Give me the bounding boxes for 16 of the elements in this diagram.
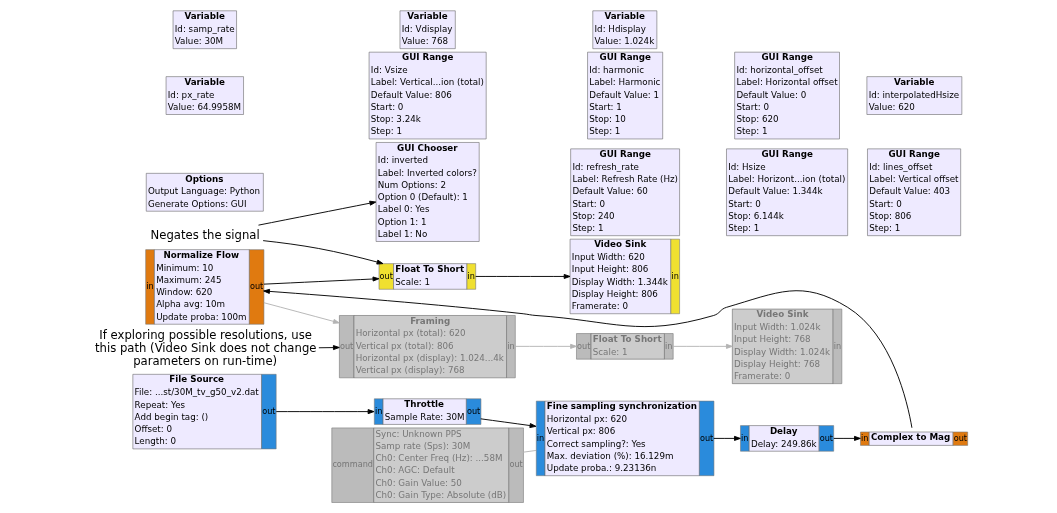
arrow	[262, 302, 340, 324]
connector	[522, 450, 536, 453]
arrow	[474, 273, 570, 279]
arrow	[712, 435, 741, 441]
node-text: If exploring possible resolutions, use this path (Video Sink does not change parameters on run-time)	[94, 328, 316, 368]
arrow	[262, 288, 912, 429]
node-text: Negates the signal	[150, 227, 260, 242]
arrow	[514, 343, 577, 349]
arrow	[262, 240, 383, 265]
arrow	[479, 418, 536, 429]
arrow	[317, 345, 340, 351]
arrow	[275, 409, 374, 415]
arrow	[257, 200, 376, 226]
arrow	[262, 276, 379, 285]
arrow	[672, 343, 733, 349]
arrow	[832, 435, 861, 441]
